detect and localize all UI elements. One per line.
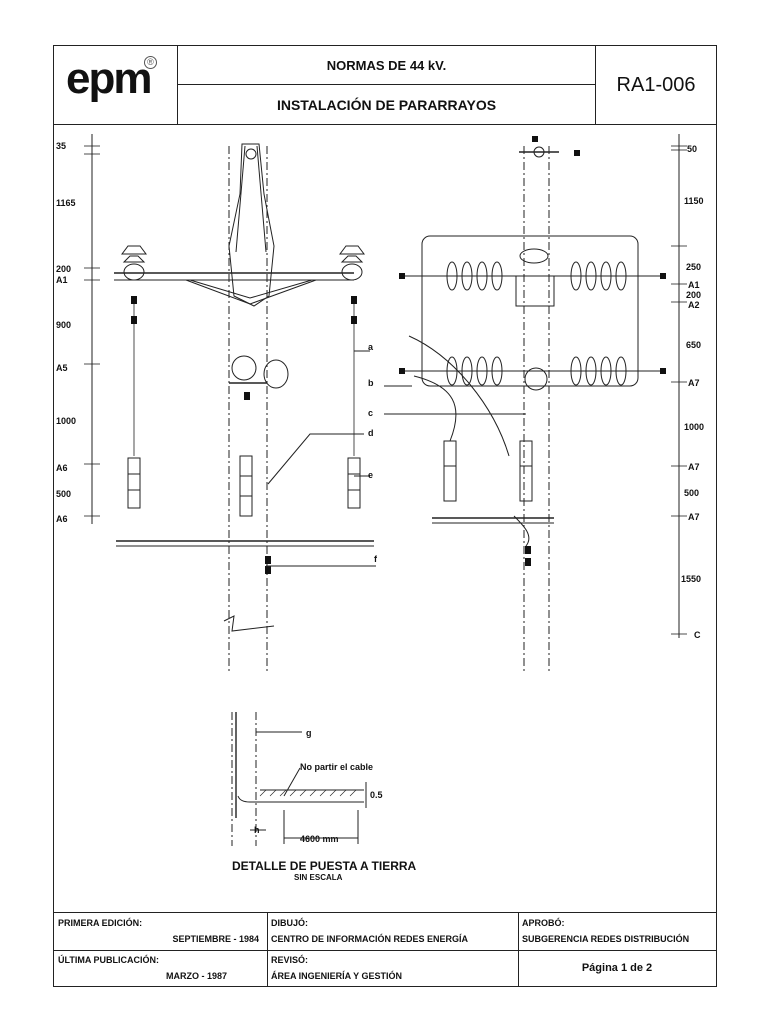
detail-subtitle: SIN ESCALA [294, 873, 343, 882]
aprobo-value: SUBGERENCIA REDES DISTRIBUCIÓN [522, 934, 690, 944]
detail-title: DETALLE DE PUESTA A TIERRA [232, 859, 417, 873]
callout-h: h [254, 825, 260, 835]
surge-arrester-left [127, 457, 141, 509]
logo-box: epm ® [54, 46, 178, 125]
surge-arrester-center [239, 455, 253, 517]
subject-title: INSTALACIÓN DE PARARRAYOS [276, 97, 497, 113]
pin-insulator-right [339, 245, 365, 281]
callout-d: d [368, 428, 374, 438]
ultima-publicacion-value: MARZO - 1987 [165, 971, 227, 981]
dim-left-3: 200 [56, 264, 71, 274]
primera-edicion-value: SEPTIEMBRE - 1984 [172, 934, 259, 944]
dim-left-9: 500 [56, 489, 71, 499]
dim-right-6: A2 [688, 300, 700, 310]
dibujo-cell: DIBUJÓ: CENTRO DE INFORMACIÓN REDES ENER… [267, 913, 518, 950]
dim-left-1: 35 [56, 141, 66, 151]
dim-left-7: 1000 [56, 416, 76, 426]
aprobo-cell: APROBÓ: SUBGERENCIA REDES DISTRIBUCIÓN [518, 913, 716, 950]
dim-left-2: 1165 [56, 198, 76, 208]
dibujo-value: CENTRO DE INFORMACIÓN REDES ENERGÍA [271, 934, 469, 944]
dim-right-7: 650 [686, 340, 701, 350]
dim-left-10: A6 [56, 514, 68, 524]
technical-drawing: 35 1165 200 A1 900 A5 1000 A6 500 A6 50 … [56, 134, 704, 882]
detail-distance: 4600 mm [300, 834, 339, 844]
dibujo-label: DIBUJÓ: [271, 918, 309, 928]
callout-b: b [368, 378, 374, 388]
page-number: Página 1 de 2 [581, 962, 653, 974]
callout-a: a [368, 342, 374, 352]
registered-mark-icon: ® [144, 56, 157, 69]
dim-right-5: 200 [686, 290, 701, 300]
dim-left-8: A6 [56, 463, 68, 473]
dim-right-11: 500 [684, 488, 699, 498]
reviso-value: ÁREA INGENIERÍA Y GESTIÓN [271, 971, 403, 981]
surge-arrester-right [347, 457, 361, 509]
dim-right-3: 250 [686, 262, 701, 272]
dim-right-1: 50 [687, 144, 697, 154]
primera-edicion-label: PRIMERA EDICIÓN: [58, 918, 143, 928]
ultima-publicacion-cell: ÚLTIMA PUBLICACIÓN: MARZO - 1987 [54, 950, 267, 987]
title-block: NORMAS DE 44 kV. INSTALACIÓN DE PARARRAY… [178, 46, 595, 125]
dim-right-2: 1150 [684, 196, 704, 206]
dim-right-4: A1 [688, 280, 700, 290]
insulator-string-lower [404, 356, 664, 386]
dim-right-14: C [694, 630, 701, 640]
soil-hatching [259, 789, 357, 797]
callout-f: f [374, 554, 378, 564]
aprobo-label: APROBÓ: [522, 918, 565, 928]
dim-right-13: 1550 [681, 574, 701, 584]
epm-logo: epm [66, 54, 152, 103]
primera-edicion-cell: PRIMERA EDICIÓN: SEPTIEMBRE - 1984 [54, 913, 267, 950]
title-block-footer: PRIMERA EDICIÓN: SEPTIEMBRE - 1984 DIBUJ… [54, 912, 716, 987]
norm-title: NORMAS DE 44 kV. [178, 46, 595, 85]
document-code: RA1-006 [595, 46, 716, 125]
callout-e: e [368, 470, 373, 480]
dim-right-10: A7 [688, 462, 700, 472]
dim-left-6: A5 [56, 363, 68, 373]
reviso-label: REVISÓ: [271, 955, 309, 965]
callout-c: c [368, 408, 373, 418]
detail-note: No partir el cable [300, 762, 373, 772]
detail-depth: 0.5 [370, 790, 383, 800]
pin-insulator-left [121, 245, 147, 281]
dim-right-8: A7 [688, 378, 700, 388]
callout-g: g [306, 728, 312, 738]
dim-left-4: A1 [56, 275, 68, 285]
dim-left-5: 900 [56, 320, 71, 330]
ultima-publicacion-label: ÚLTIMA PUBLICACIÓN: [58, 955, 159, 965]
dim-right-12: A7 [688, 512, 700, 522]
dim-right-9: 1000 [684, 422, 704, 432]
reviso-cell: REVISÓ: ÁREA INGENIERÍA Y GESTIÓN [267, 950, 518, 987]
drawing-sheet: epm ® NORMAS DE 44 kV. INSTALACIÓN DE PA… [53, 45, 717, 987]
